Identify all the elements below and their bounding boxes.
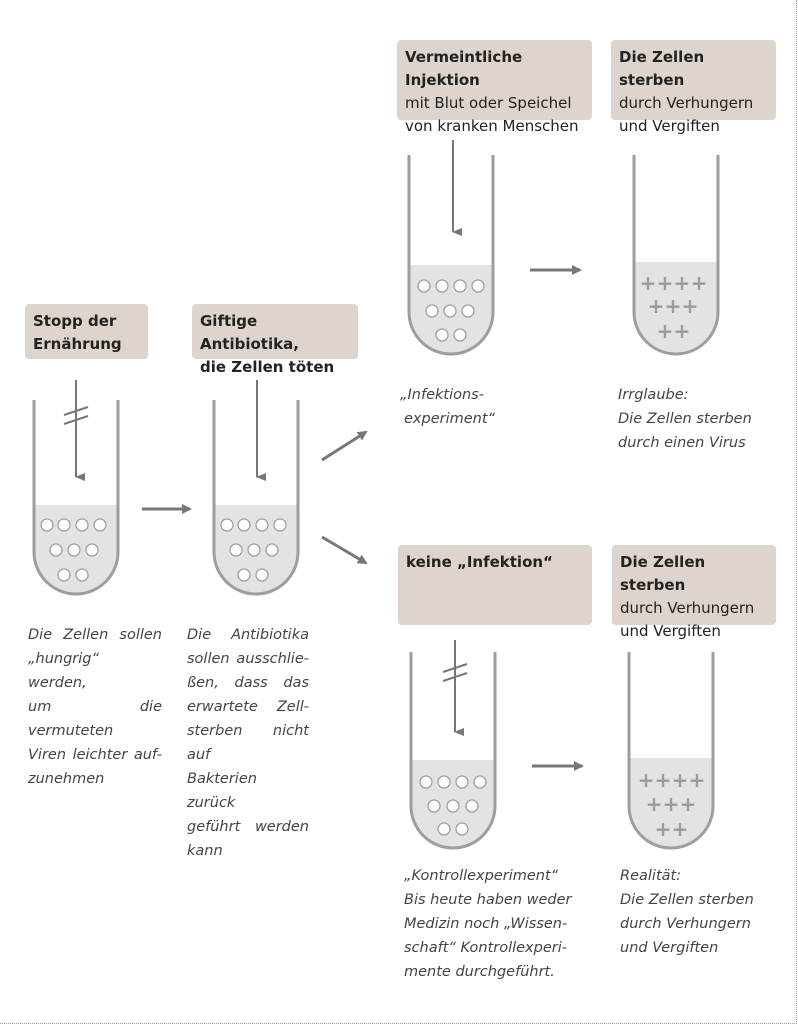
- caption-line: geführt werden: [187, 819, 309, 835]
- box-no-infection: keine „Infektion“: [398, 545, 592, 625]
- caption-line: sterben nicht auf: [187, 723, 309, 763]
- test-tube-dead-top: ++++ +++ ++: [632, 155, 720, 356]
- svg-text:+: +: [672, 768, 689, 792]
- box-starve: Stopp der Ernährung: [25, 304, 148, 359]
- arrow-to-control: [321, 535, 368, 565]
- box-injection-title: Vermeintliche Injektion: [405, 48, 523, 89]
- caption-line: zunehmen: [28, 771, 105, 787]
- svg-text:+: +: [691, 271, 708, 295]
- caption-line: experiment“: [404, 411, 496, 427]
- box-starve-title: Stopp der: [33, 312, 117, 330]
- box-die-bottom: Die Zellen sterben durch Verhungern und …: [612, 545, 776, 640]
- test-tube-control: [409, 652, 497, 850]
- svg-text:+: +: [657, 319, 674, 343]
- caption-line: Die Zellen sollen: [28, 627, 162, 643]
- box-antibiotics-title: Giftige Antibiotika,: [200, 312, 299, 353]
- svg-text:+: +: [680, 792, 697, 816]
- svg-text:+: +: [674, 319, 691, 343]
- svg-text:+: +: [655, 768, 672, 792]
- caption-line: Realität:: [620, 868, 682, 884]
- caption-line: kann: [187, 843, 223, 859]
- caption-starve: Die Zellen sollen „hungrig“ werden, um d…: [28, 623, 162, 791]
- caption-line: Die Zellen sterben: [618, 411, 752, 427]
- box-die-top-line2: durch Verhungern: [619, 94, 754, 112]
- test-tube-infection: [407, 155, 495, 356]
- svg-text:+: +: [672, 817, 689, 841]
- caption-line: Irrglaube:: [618, 387, 689, 403]
- caption-reality: Realität: Die Zellen sterben durch Verhu…: [620, 864, 790, 960]
- svg-text:+: +: [689, 768, 706, 792]
- caption-line: durch einen Virus: [618, 435, 746, 451]
- blocked-feed-arrow-control: [442, 640, 468, 736]
- svg-text:+: +: [665, 294, 682, 318]
- svg-text:+: +: [646, 792, 663, 816]
- caption-line: Viren leichter auf-: [28, 747, 162, 763]
- box-injection-line2: mit Blut oder Speichel: [405, 94, 572, 112]
- caption-line: „Infektions-: [400, 387, 484, 403]
- svg-text:+: +: [674, 271, 691, 295]
- caption-line: Bakterien zurück: [187, 771, 257, 811]
- caption-antibiotics: Die Antibiotika sollen ausschlie- ßen, d…: [187, 623, 309, 863]
- caption-line: sollen ausschlie-: [187, 651, 309, 667]
- box-die-top: Die Zellen sterben durch Verhungern und …: [611, 40, 776, 135]
- caption-line: „hungrig“ werden,: [28, 651, 99, 691]
- box-die-bottom-line3: und Vergiften: [620, 622, 721, 640]
- test-tube-dead-bottom: ++++ +++ ++: [627, 652, 715, 850]
- blocked-feed-arrow-starve: [63, 380, 89, 481]
- arrow-to-infection: [321, 430, 368, 462]
- caption-line: schaft“ Kontrollexperi-: [404, 940, 567, 956]
- svg-text:+: +: [655, 817, 672, 841]
- box-die-bottom-title: Die Zellen sterben: [620, 553, 706, 594]
- caption-line: und Vergiften: [620, 940, 719, 956]
- caption-belief: Irrglaube: Die Zellen sterben durch eine…: [618, 383, 788, 455]
- svg-text:+: +: [640, 271, 657, 295]
- box-injection: Vermeintliche Injektion mit Blut oder Sp…: [397, 40, 592, 135]
- caption-line: erwartete Zell-: [187, 699, 309, 715]
- caption-line: um die vermuteten: [28, 699, 162, 739]
- box-antibiotics-title2: die Zellen töten: [200, 358, 335, 376]
- caption-line: Bis heute haben weder: [404, 892, 572, 908]
- test-tube-starve: [32, 400, 120, 596]
- test-tube-antibiotics: [212, 400, 300, 596]
- caption-line: durch Verhungern: [620, 916, 751, 932]
- caption-line: Die Zellen sterben: [620, 892, 754, 908]
- box-starve-title2: Ernährung: [33, 335, 122, 353]
- svg-text:+: +: [638, 768, 655, 792]
- box-die-bottom-line2: durch Verhungern: [620, 599, 755, 617]
- box-die-top-title: Die Zellen sterben: [619, 48, 705, 89]
- box-no-infection-title: keine „Infektion“: [406, 553, 553, 571]
- box-injection-line3: von kranken Menschen: [405, 117, 579, 135]
- caption-control: „Kontrollexperiment“ Bis heute haben wed…: [404, 864, 584, 984]
- caption-line: mente durchgeführt.: [404, 964, 555, 980]
- box-antibiotics: Giftige Antibiotika, die Zellen töten: [192, 304, 358, 376]
- box-die-top-line3: und Vergiften: [619, 117, 720, 135]
- svg-text:+: +: [657, 271, 674, 295]
- caption-line: „Kontrollexperiment“: [404, 868, 559, 884]
- caption-line: Medizin noch „Wissen-: [404, 916, 568, 932]
- caption-infection: „Infektions- experiment“: [400, 383, 550, 431]
- caption-line: Die Antibiotika: [187, 627, 309, 643]
- svg-text:+: +: [663, 792, 680, 816]
- svg-text:+: +: [648, 294, 665, 318]
- svg-text:+: +: [682, 294, 699, 318]
- caption-line: ßen, dass das: [187, 675, 309, 691]
